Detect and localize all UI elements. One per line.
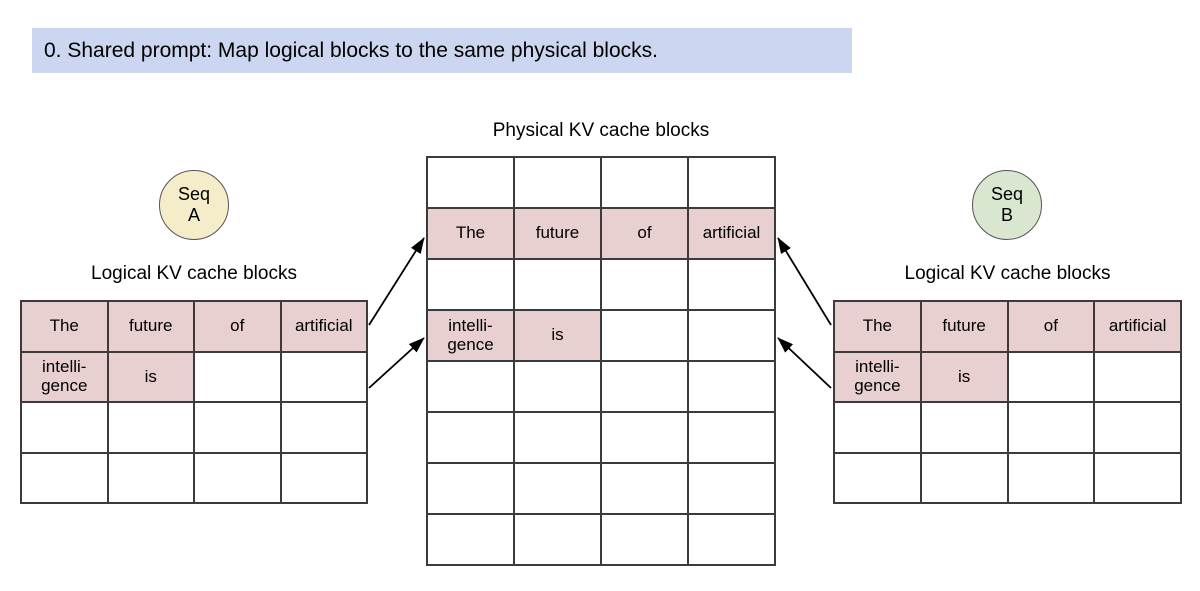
kv-cell: artificial [281, 302, 368, 353]
kv-cell [689, 362, 776, 413]
arrow-right-row1-to-physical-row2 [777, 237, 832, 326]
title-banner: 0. Shared prompt: Map logical blocks to … [32, 28, 852, 73]
kv-cell [281, 403, 368, 454]
arrow-right-row2-to-physical-row4 [777, 337, 832, 389]
kv-cell: of [1008, 302, 1096, 353]
kv-cell: future [108, 302, 195, 353]
kv-cell [428, 515, 515, 566]
kv-cell [195, 403, 282, 454]
kv-cell [281, 352, 368, 403]
kv-cell: artificial [1095, 302, 1182, 353]
kv-cell [602, 260, 689, 311]
kv-cell: intelli-gence [22, 352, 109, 403]
kv-cell [602, 158, 689, 209]
kv-cell: The [428, 209, 515, 260]
kv-cell [602, 515, 689, 566]
kv-cell: is [108, 352, 195, 403]
kv-cell [108, 403, 195, 454]
kv-cell [22, 453, 109, 504]
logical-blocks-caption-left: Logical KV cache blocks [91, 263, 297, 284]
banner-text: 0. Shared prompt: Map logical blocks to … [44, 38, 658, 62]
kv-cell: intelli-gence [428, 311, 515, 362]
kv-cell [515, 260, 602, 311]
kv-cell [281, 453, 368, 504]
kv-cell [1095, 453, 1182, 504]
kv-cell: artificial [689, 209, 776, 260]
kv-cell [195, 352, 282, 403]
seq-b-badge: Seq B [972, 170, 1042, 240]
kv-cell [22, 403, 109, 454]
kv-cell: intelli-gence [835, 352, 922, 403]
kv-cell [689, 158, 776, 209]
seq-a-label-line2: A [187, 205, 200, 225]
kv-cell: future [921, 302, 1009, 353]
kv-cell [428, 413, 515, 464]
kv-cell [602, 311, 689, 362]
kv-cell [1095, 352, 1182, 403]
kv-cell [835, 453, 922, 504]
kv-cell [515, 158, 602, 209]
seq-a-badge: Seq A [159, 170, 229, 240]
kv-cell: The [835, 302, 922, 353]
arrow-left-row1-to-physical-row2 [368, 237, 425, 326]
kv-cell [602, 413, 689, 464]
kv-cell [921, 403, 1009, 454]
logical-blocks-caption-right: Logical KV cache blocks [904, 263, 1111, 284]
kv-cell: is [515, 311, 602, 362]
kv-cell [515, 515, 602, 566]
seq-a-label-line1: Seq [177, 184, 211, 205]
kv-cell [689, 311, 776, 362]
kv-cell [602, 362, 689, 413]
kv-cell [428, 260, 515, 311]
kv-cell [689, 413, 776, 464]
kv-cell [515, 464, 602, 515]
kv-cell [1008, 352, 1096, 403]
kv-cell [108, 453, 195, 504]
kv-cell: The [22, 302, 109, 353]
kv-cell [428, 464, 515, 515]
kv-cell [921, 453, 1009, 504]
arrow-left-row2-to-physical-row4 [368, 337, 425, 389]
kv-cell [428, 362, 515, 413]
kv-cell: of [602, 209, 689, 260]
physical-blocks-caption: Physical KV cache blocks [492, 120, 710, 141]
kv-cell [428, 158, 515, 209]
kv-cell: is [921, 352, 1009, 403]
seq-b-label-line1: Seq [990, 184, 1024, 205]
kv-cell [689, 515, 776, 566]
kv-cell [689, 464, 776, 515]
kv-cell: future [515, 209, 602, 260]
kv-cell [602, 464, 689, 515]
kv-cell [195, 453, 282, 504]
kv-cell: of [195, 302, 282, 353]
seq-b-label-line2: B [1000, 205, 1013, 225]
kv-cell [835, 403, 922, 454]
kv-cell [1008, 453, 1096, 504]
kv-cell [689, 260, 776, 311]
kv-cell [1095, 403, 1182, 454]
kv-cell [1008, 403, 1096, 454]
kv-cell [515, 362, 602, 413]
kv-cell [515, 413, 602, 464]
